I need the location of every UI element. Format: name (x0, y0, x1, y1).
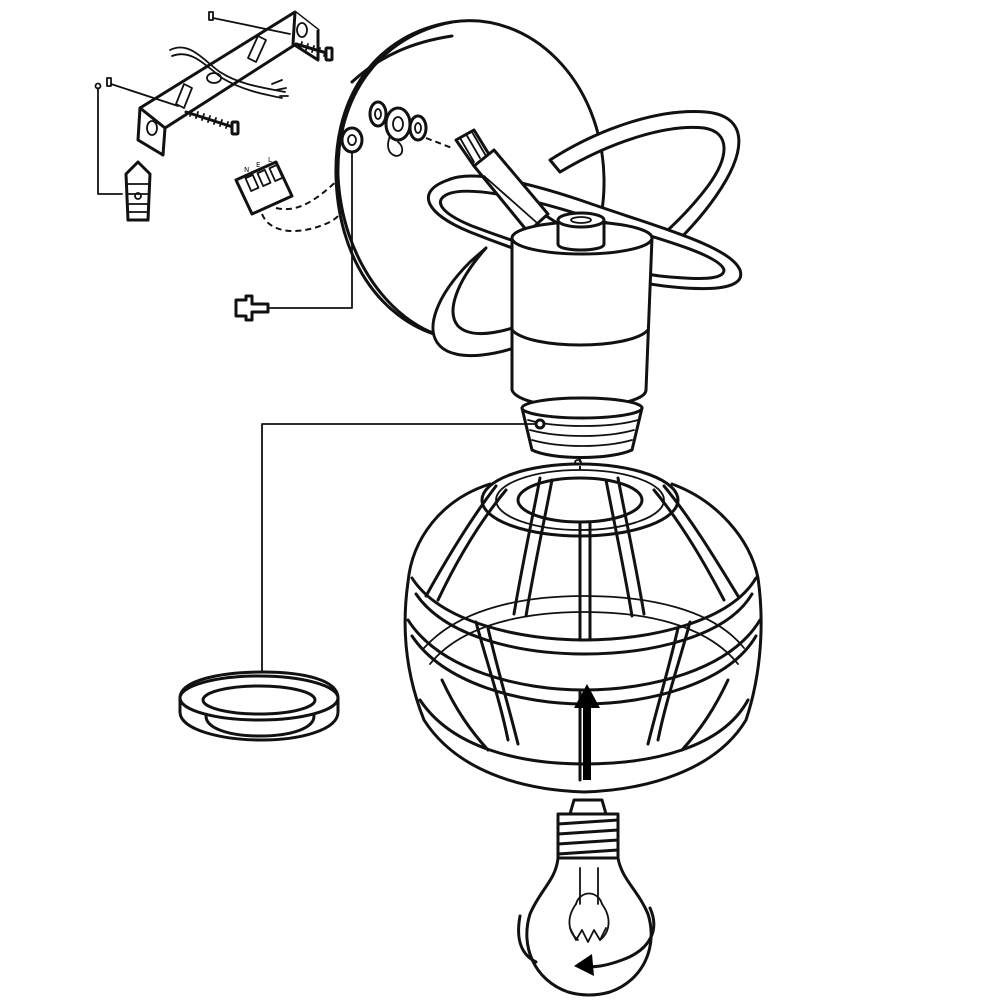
washer-set (368, 100, 453, 157)
callout-screw-leaders (94, 11, 291, 195)
socket-thread (257, 396, 644, 687)
mounting-bracket (136, 10, 320, 157)
insert-arrow (574, 684, 600, 780)
socket-cup (510, 211, 654, 410)
terminal-label-l: L (268, 156, 272, 164)
canopy-nut (269, 126, 364, 309)
screw-lower (184, 109, 240, 136)
terminal-label-n: N (244, 166, 249, 174)
shade-ring (178, 670, 340, 742)
light-bulb (517, 798, 656, 997)
screw-upper (294, 41, 334, 62)
terminal-label-e: E (256, 161, 260, 169)
terminal-block: N E L (234, 156, 357, 232)
socket-arm (472, 148, 550, 234)
wall-plug (124, 160, 152, 222)
grub-screw (234, 294, 270, 322)
